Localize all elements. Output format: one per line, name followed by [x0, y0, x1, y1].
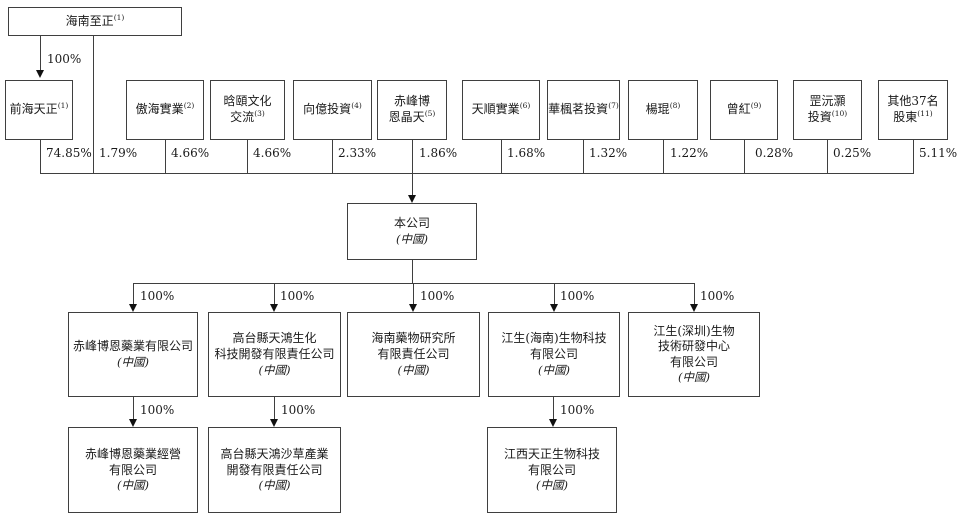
footnote-sup: (1) — [57, 101, 69, 111]
connector-line — [247, 140, 248, 173]
shareholder-box: 曾紅(9) — [710, 80, 778, 140]
ownership-percentage: 100% — [281, 403, 316, 417]
connector-line — [413, 283, 414, 304]
shareholder-box: 傲海實業(2) — [126, 80, 204, 140]
shareholder-box: 天順實業(6) — [462, 80, 540, 140]
top-holder-box: 海南至正(1) — [8, 7, 182, 36]
connector-line — [694, 283, 695, 304]
ownership-percentage: 5.11% — [919, 146, 958, 160]
arrow-down-icon — [270, 304, 278, 312]
ownership-percentage: 1.22% — [670, 146, 709, 160]
connector-line — [93, 36, 94, 173]
ownership-percentage: 2.33% — [338, 146, 377, 160]
company-name: 海南至正(1) — [65, 12, 125, 28]
footnote-sup: (6) — [519, 101, 531, 111]
arrow-down-icon — [129, 304, 137, 312]
ownership-percentage: 100% — [560, 289, 595, 303]
arrow-down-icon — [550, 304, 558, 312]
arrow-down-icon — [129, 419, 137, 427]
ownership-percentage: 100% — [420, 289, 455, 303]
ownership-percentage: 0.25% — [833, 146, 872, 160]
arrow-down-icon — [408, 195, 416, 203]
ownership-percentage: 100% — [280, 289, 315, 303]
ownership-percentage: 74.85% — [46, 146, 92, 160]
ownership-percentage: 100% — [560, 403, 595, 417]
connector-line — [412, 173, 413, 195]
connector-bus-line — [40, 173, 914, 174]
connector-line — [553, 397, 554, 419]
shareholder-box: 其他37名 股東(11) — [878, 80, 948, 140]
ownership-percentage: 1.32% — [589, 146, 628, 160]
ownership-percentage: 1.79% — [99, 146, 138, 160]
ownership-percentage: 1.68% — [507, 146, 546, 160]
connector-line — [274, 283, 275, 304]
connector-line — [412, 140, 413, 173]
ownership-percentage: 0.28% — [755, 146, 794, 160]
sub-subsidiary-box: 高台縣天鴻沙草產業 開發有限責任公司 (中國) — [208, 427, 341, 513]
arrow-down-icon — [549, 419, 557, 427]
footnote-sup: (4) — [351, 101, 362, 111]
connector-line — [133, 283, 134, 304]
connector-line — [412, 260, 413, 283]
footnote-sup: (2) — [183, 101, 195, 111]
company-box: 本公司 (中國) — [347, 203, 477, 260]
company-country: (中國) — [396, 231, 428, 246]
shareholder-box: 赤峰博 恩晶天(5) — [377, 80, 447, 140]
ownership-percentage: 100% — [47, 52, 82, 66]
connector-line — [583, 140, 584, 173]
footnote-sup: (10) — [831, 109, 848, 118]
footnote-sup: (8) — [669, 101, 681, 111]
subsidiary-box: 江生(深圳)生物 技術研發中心 有限公司 (中國) — [628, 312, 760, 397]
footnote-sup: (9) — [750, 101, 762, 111]
shareholder-box: 華楓茗投資(7) — [547, 80, 620, 140]
connector-line — [501, 140, 502, 173]
connector-line — [40, 36, 41, 70]
arrow-down-icon — [690, 304, 698, 312]
ownership-percentage: 100% — [700, 289, 735, 303]
ownership-percentage: 100% — [140, 289, 175, 303]
ownership-percentage: 100% — [140, 403, 175, 417]
ownership-percentage: 1.86% — [419, 146, 458, 160]
ownership-percentage: 4.66% — [253, 146, 292, 160]
connector-line — [744, 140, 745, 173]
footnote-sup: (7) — [608, 101, 619, 111]
connector-line — [332, 140, 333, 173]
shareholder-box: 前海天正(1) — [5, 80, 73, 140]
shareholder-box: 晗頤文化 交流(3) — [210, 80, 285, 140]
shareholder-box: 罡沅灝 投資(10) — [793, 80, 862, 140]
footnote-sup: (11) — [917, 109, 933, 118]
subsidiary-box: 江生(海南)生物科技 有限公司 (中國) — [488, 312, 620, 397]
connector-line — [554, 283, 555, 304]
footnote-sup: (3) — [254, 109, 265, 118]
arrow-down-icon — [270, 419, 278, 427]
sub-subsidiary-box: 赤峰博恩藥業經營 有限公司 (中國) — [68, 427, 198, 513]
subsidiary-box: 高台縣天鴻生化 科技開發有限責任公司 (中國) — [208, 312, 341, 397]
subsidiary-box: 海南藥物研究所 有限責任公司 (中國) — [347, 312, 480, 397]
company-name: 本公司 — [393, 216, 430, 231]
ownership-percentage: 4.66% — [171, 146, 210, 160]
subsidiary-box: 赤峰博恩藥業有限公司 (中國) — [68, 312, 198, 397]
connector-line — [913, 140, 914, 173]
arrow-down-icon — [409, 304, 417, 312]
footnote-sup: (1) — [113, 12, 125, 22]
connector-line — [827, 140, 828, 173]
sub-subsidiary-box: 江西天正生物科技 有限公司 (中國) — [487, 427, 617, 513]
footnote-sup: (5) — [424, 109, 436, 118]
connector-line — [274, 397, 275, 419]
connector-line — [165, 140, 166, 173]
connector-line — [133, 397, 134, 419]
shareholder-box: 楊琨(8) — [628, 80, 698, 140]
arrow-down-icon — [36, 70, 44, 78]
shareholder-box: 向億投資(4) — [293, 80, 372, 140]
connector-line — [663, 140, 664, 173]
connector-line — [40, 140, 41, 173]
